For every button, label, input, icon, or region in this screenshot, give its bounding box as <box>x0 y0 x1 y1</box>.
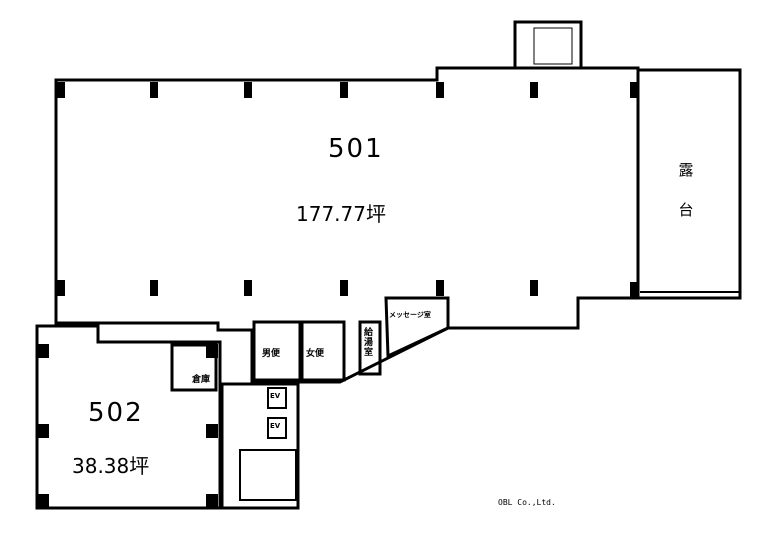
core-block <box>220 382 300 510</box>
kitchenette-label: 給湯室 <box>364 328 374 358</box>
storage-room <box>170 343 218 392</box>
womens-toilet-room <box>300 320 346 382</box>
elevator-1 <box>267 387 287 409</box>
unit-502-area: 38.38坪 <box>72 454 150 478</box>
elevator-1-label: EV <box>270 392 281 400</box>
balcony-label: 露台 <box>678 161 694 219</box>
credit-text: OBL Co.,Ltd. <box>498 498 556 507</box>
top-stair <box>513 20 583 70</box>
balcony-outline <box>636 68 742 300</box>
kitchenette-room <box>358 320 382 376</box>
elevator-2-label: EV <box>270 422 281 430</box>
mens-toilet-label: 男便 <box>262 349 281 359</box>
mail-corner-label: メッセージ室 <box>389 311 431 319</box>
unit-501-area: 177.77坪 <box>296 202 386 226</box>
mail-room <box>384 296 450 359</box>
elevator-2 <box>267 417 287 439</box>
columns <box>37 27 638 508</box>
womens-toilet-label: 女便 <box>306 349 325 359</box>
storage-label: 倉庫 <box>192 375 211 385</box>
stairs <box>239 449 297 501</box>
mens-toilet-room <box>252 320 302 382</box>
unit-501-label: 501 <box>328 134 384 164</box>
unit-502-label: 502 <box>88 398 144 428</box>
